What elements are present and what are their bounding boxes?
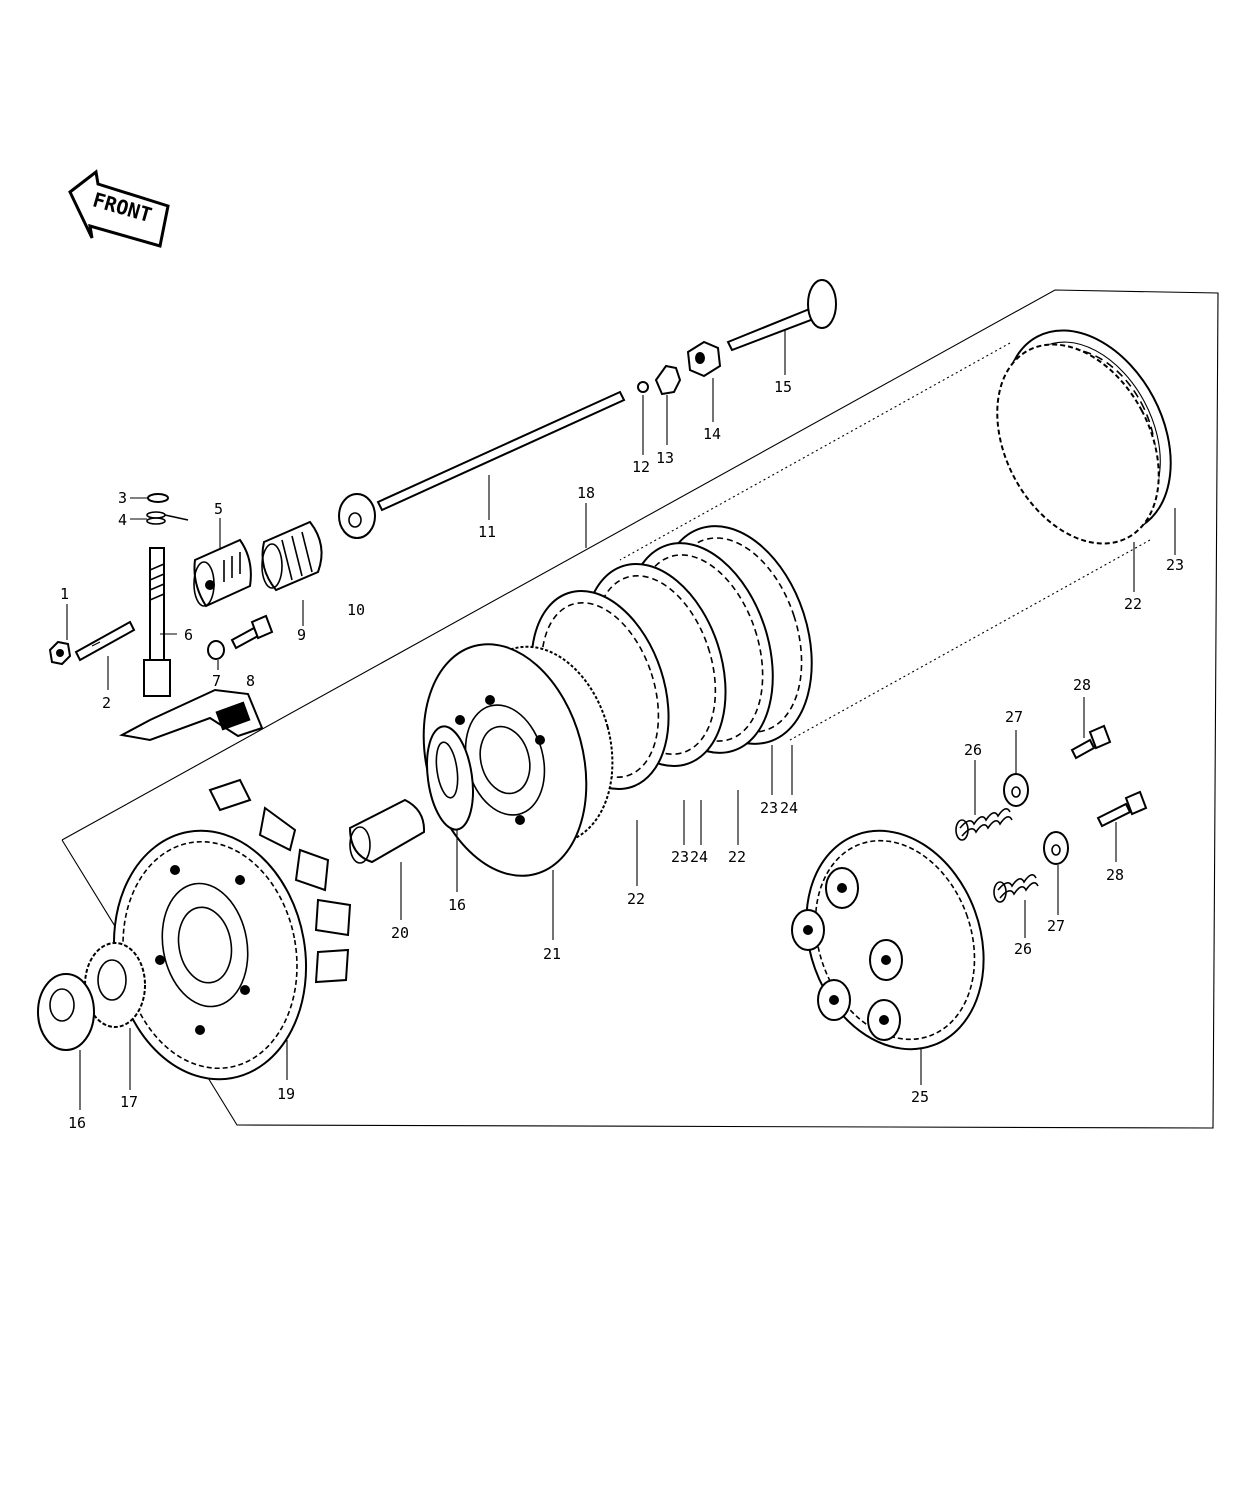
callout-labels: 1 2 3 4 5 6 7 8 9 10 11 12 13 14 15 16 1… (60, 378, 1184, 1132)
callout-18: 18 (577, 484, 595, 502)
star-washer-part (654, 364, 682, 396)
small-nut-part (207, 640, 225, 660)
clutch-housing-part (112, 778, 352, 1081)
sleeve-part (348, 798, 426, 864)
pressure-plate-part (791, 829, 985, 1051)
callout-26: 26 (964, 741, 982, 759)
callout-13: 13 (656, 449, 674, 467)
callout-7: 7 (212, 672, 221, 690)
callout-27: 27 (1005, 708, 1023, 726)
push-rod-head-part (726, 279, 837, 352)
callout-1: 1 (60, 585, 69, 603)
callout-16: 16 (68, 1114, 86, 1132)
callout-16: 16 (448, 896, 466, 914)
callout-8: 8 (246, 672, 255, 690)
callout-22: 22 (1124, 595, 1142, 613)
spring-washer-part (1003, 773, 1029, 807)
callout-5: 5 (214, 500, 223, 518)
spring-washer-part (1043, 831, 1069, 865)
callout-22: 22 (627, 890, 645, 908)
callout-12: 12 (632, 458, 650, 476)
callout-23: 23 (760, 799, 778, 817)
callout-24: 24 (690, 848, 708, 866)
locknut-part (686, 340, 722, 378)
pushrod-part (376, 390, 626, 512)
bearing-part (338, 493, 376, 539)
washer-part (37, 973, 95, 1051)
callout-23: 23 (1166, 556, 1184, 574)
callout-10: 10 (347, 601, 365, 619)
callout-6: 6 (184, 626, 193, 644)
callout-25: 25 (911, 1088, 929, 1106)
gear-part (84, 942, 146, 1028)
callout-9: 9 (297, 626, 306, 644)
nut-part (48, 640, 72, 666)
callout-20: 20 (391, 924, 409, 942)
spring-part (146, 511, 189, 525)
callout-27: 27 (1047, 917, 1065, 935)
callout-11: 11 (478, 523, 496, 541)
callout-2: 2 (102, 694, 111, 712)
callout-14: 14 (703, 425, 721, 443)
adjuster-screw-part (230, 614, 274, 650)
callout-21: 21 (543, 945, 561, 963)
ball-part (637, 381, 649, 393)
circlip-part (147, 493, 169, 503)
callout-28: 28 (1106, 866, 1124, 884)
bushing-part (193, 538, 252, 608)
callout-28: 28 (1073, 676, 1091, 694)
callout-26: 26 (1014, 940, 1032, 958)
front-arrow-icon: FRONT (68, 169, 170, 248)
callout-24: 24 (780, 799, 798, 817)
thrust-washer-part (426, 725, 474, 831)
stud-part (74, 620, 136, 662)
bolt-part (1070, 724, 1112, 760)
friction-plate-part (996, 343, 1160, 545)
clutch-spring-part (993, 874, 1039, 903)
clutch-spring-part (955, 808, 1013, 841)
callout-17: 17 (120, 1093, 138, 1111)
leader-lines (66, 330, 1176, 1110)
callout-19: 19 (277, 1085, 295, 1103)
release-shaft-part (118, 547, 264, 742)
bolt-part (1096, 790, 1148, 828)
guide-line (789, 539, 1151, 741)
callout-23: 23 (671, 848, 689, 866)
guide-line (619, 342, 1011, 561)
callout-15: 15 (774, 378, 792, 396)
clutch-plate-stack (530, 525, 813, 791)
threaded-collar-part (261, 520, 323, 592)
callout-22: 22 (728, 848, 746, 866)
callout-4: 4 (118, 511, 127, 529)
callout-3: 3 (118, 489, 127, 507)
